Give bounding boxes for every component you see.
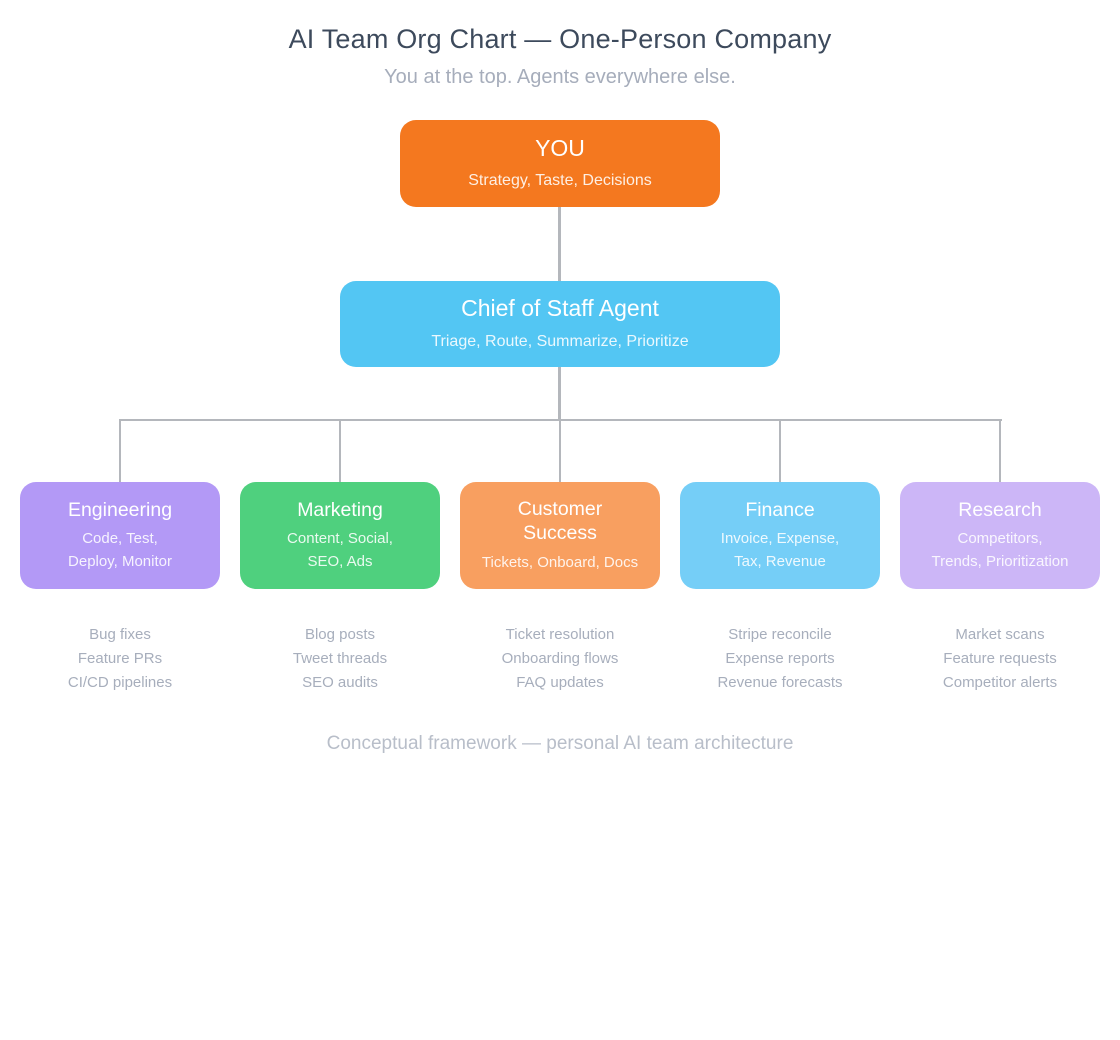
task-item: Feature requests (943, 650, 1057, 667)
page-subtitle: You at the top. Agents everywhere else. (384, 66, 736, 88)
footer-caption: Conceptual framework — personal AI team … (326, 733, 794, 754)
task-item: Bug fixes (89, 626, 151, 643)
task-list-engineering: Bug fixes Feature PRs CI/CD pipelines (20, 623, 220, 695)
dept-box-engineering: Engineering Code, Test, Deploy, Monitor (20, 482, 220, 589)
connector-drop-customer-success (559, 419, 561, 482)
dept-title: Marketing (297, 498, 383, 521)
you-box: YOU Strategy, Taste, Decisions (400, 120, 720, 207)
task-item: SEO audits (302, 674, 378, 691)
task-item: Blog posts (304, 626, 376, 643)
dept-box-finance: Finance Invoice, Expense, Tax, Revenue (680, 482, 880, 589)
task-item: Revenue forecasts (717, 674, 843, 691)
task-item: Onboarding flows (501, 650, 619, 667)
task-item: Market scans (955, 626, 1045, 643)
connector-drop-research (999, 419, 1001, 482)
task-item: Feature PRs (77, 650, 163, 667)
task-list-finance: Stripe reconcile Expense reports Revenue… (680, 623, 880, 695)
task-item: CI/CD pipelines (67, 674, 173, 691)
task-item: Tweet threads (292, 650, 388, 667)
chief-of-staff-subtitle: Triage, Route, Summarize, Prioritize (431, 332, 689, 350)
dept-box-marketing: Marketing Content, Social, SEO, Ads (240, 482, 440, 589)
task-list-marketing: Blog posts Tweet threads SEO audits (240, 623, 440, 695)
connector-drop-engineering (119, 419, 121, 482)
task-item: Expense reports (725, 650, 835, 667)
dept-title: Finance (745, 498, 815, 521)
connector-drop-marketing (339, 419, 341, 482)
dept-box-research: Research Competitors, Trends, Prioritiza… (900, 482, 1100, 589)
dept-subtitle: Tickets, Onboard, Docs (481, 553, 639, 571)
dept-box-customer-success: Customer Success Tickets, Onboard, Docs (460, 482, 660, 589)
task-item: Competitor alerts (942, 674, 1058, 691)
task-item: FAQ updates (516, 674, 604, 691)
task-item: Stripe reconcile (728, 626, 832, 643)
task-item: Ticket resolution (505, 626, 615, 643)
dept-subtitle: Invoice, Expense, Tax, Revenue (720, 529, 840, 571)
task-list-research: Market scans Feature requests Competitor… (900, 623, 1100, 695)
dept-title: Engineering (67, 498, 173, 521)
dept-subtitle: Content, Social, SEO, Ads (287, 529, 393, 571)
dept-subtitle: Code, Test, Deploy, Monitor (68, 529, 172, 571)
chief-of-staff-box: Chief of Staff Agent Triage, Route, Summ… (340, 281, 780, 367)
you-title: YOU (535, 134, 585, 161)
chief-of-staff-title: Chief of Staff Agent (461, 295, 659, 322)
dept-title: Customer Success (517, 498, 603, 545)
dept-subtitle: Competitors, Trends, Prioritization (931, 529, 1069, 571)
connector-drop-finance (779, 419, 781, 482)
you-subtitle: Strategy, Taste, Decisions (468, 172, 652, 190)
connector-you-to-chief (558, 207, 561, 281)
task-list-customer-success: Ticket resolution Onboarding flows FAQ u… (460, 623, 660, 695)
page-title: AI Team Org Chart — One-Person Company (288, 24, 832, 54)
dept-title: Research (958, 498, 1042, 521)
connector-chief-to-bus (558, 367, 561, 420)
